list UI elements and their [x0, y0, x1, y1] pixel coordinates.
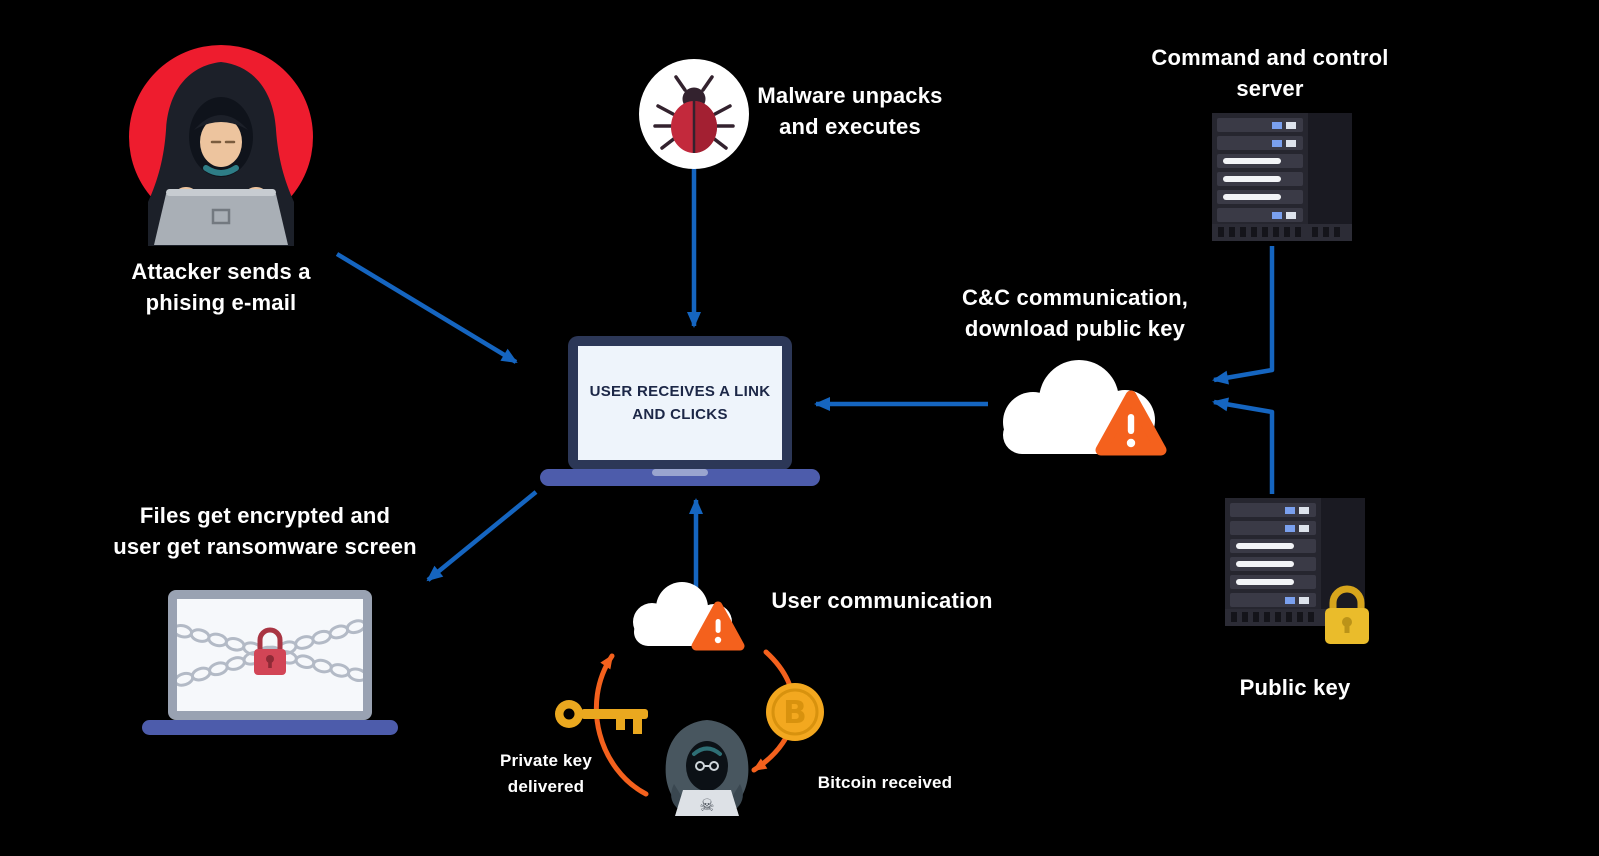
- bitcoin-symbol: B: [783, 695, 807, 731]
- warning-icon-small: [691, 601, 745, 651]
- skull-icon: ☠: [699, 796, 714, 816]
- bitcoin-icon: B: [766, 683, 824, 741]
- warning-icon: [1095, 390, 1167, 456]
- laptop-logo-icon: [211, 208, 231, 225]
- public-key-label: Public key: [1239, 675, 1351, 700]
- arrow-private-key-cycle: [593, 653, 649, 797]
- arrow-ccserver-to-cloud: [1212, 246, 1275, 385]
- cc-cloud-icon: [1003, 360, 1167, 456]
- malware-label: Malware unpacks and executes: [757, 83, 943, 140]
- gold-padlock-icon: [1325, 585, 1369, 644]
- arrow-victim-to-encrypted: [426, 490, 538, 582]
- ransomware-laptop-icon: [142, 590, 398, 735]
- victim-screen-text: USER RECEIVES A LINK AND CLICKS: [589, 382, 771, 423]
- malware-bug-icon: [639, 59, 749, 169]
- user-comm-cloud-icon: [633, 582, 745, 651]
- cc-server-icon: [1212, 113, 1352, 241]
- public-key-server-icon: [1225, 498, 1369, 644]
- bitcoin-received-label: Bitcoin received: [817, 773, 953, 792]
- private-key-icon: [555, 700, 648, 734]
- private-key-label: Private key delivered: [500, 751, 592, 796]
- user-communication-label: User communication: [771, 588, 993, 613]
- cc-communication-label: C&C communication, download public key: [961, 285, 1189, 342]
- attacker-icon: [129, 45, 313, 246]
- hacker-icon: ☠: [665, 720, 749, 816]
- files-encrypted-label: Files get encrypted and user get ransomw…: [113, 503, 417, 560]
- arrow-publickey-to-cloud: [1212, 397, 1275, 494]
- attacker-label: Attacker sends a phising e-mail: [131, 259, 311, 316]
- victim-laptop-icon: [540, 336, 820, 486]
- arrow-attacker-to-victim: [335, 252, 518, 364]
- cc-server-label: Command and control server: [1151, 45, 1389, 102]
- red-padlock-icon: [254, 627, 286, 675]
